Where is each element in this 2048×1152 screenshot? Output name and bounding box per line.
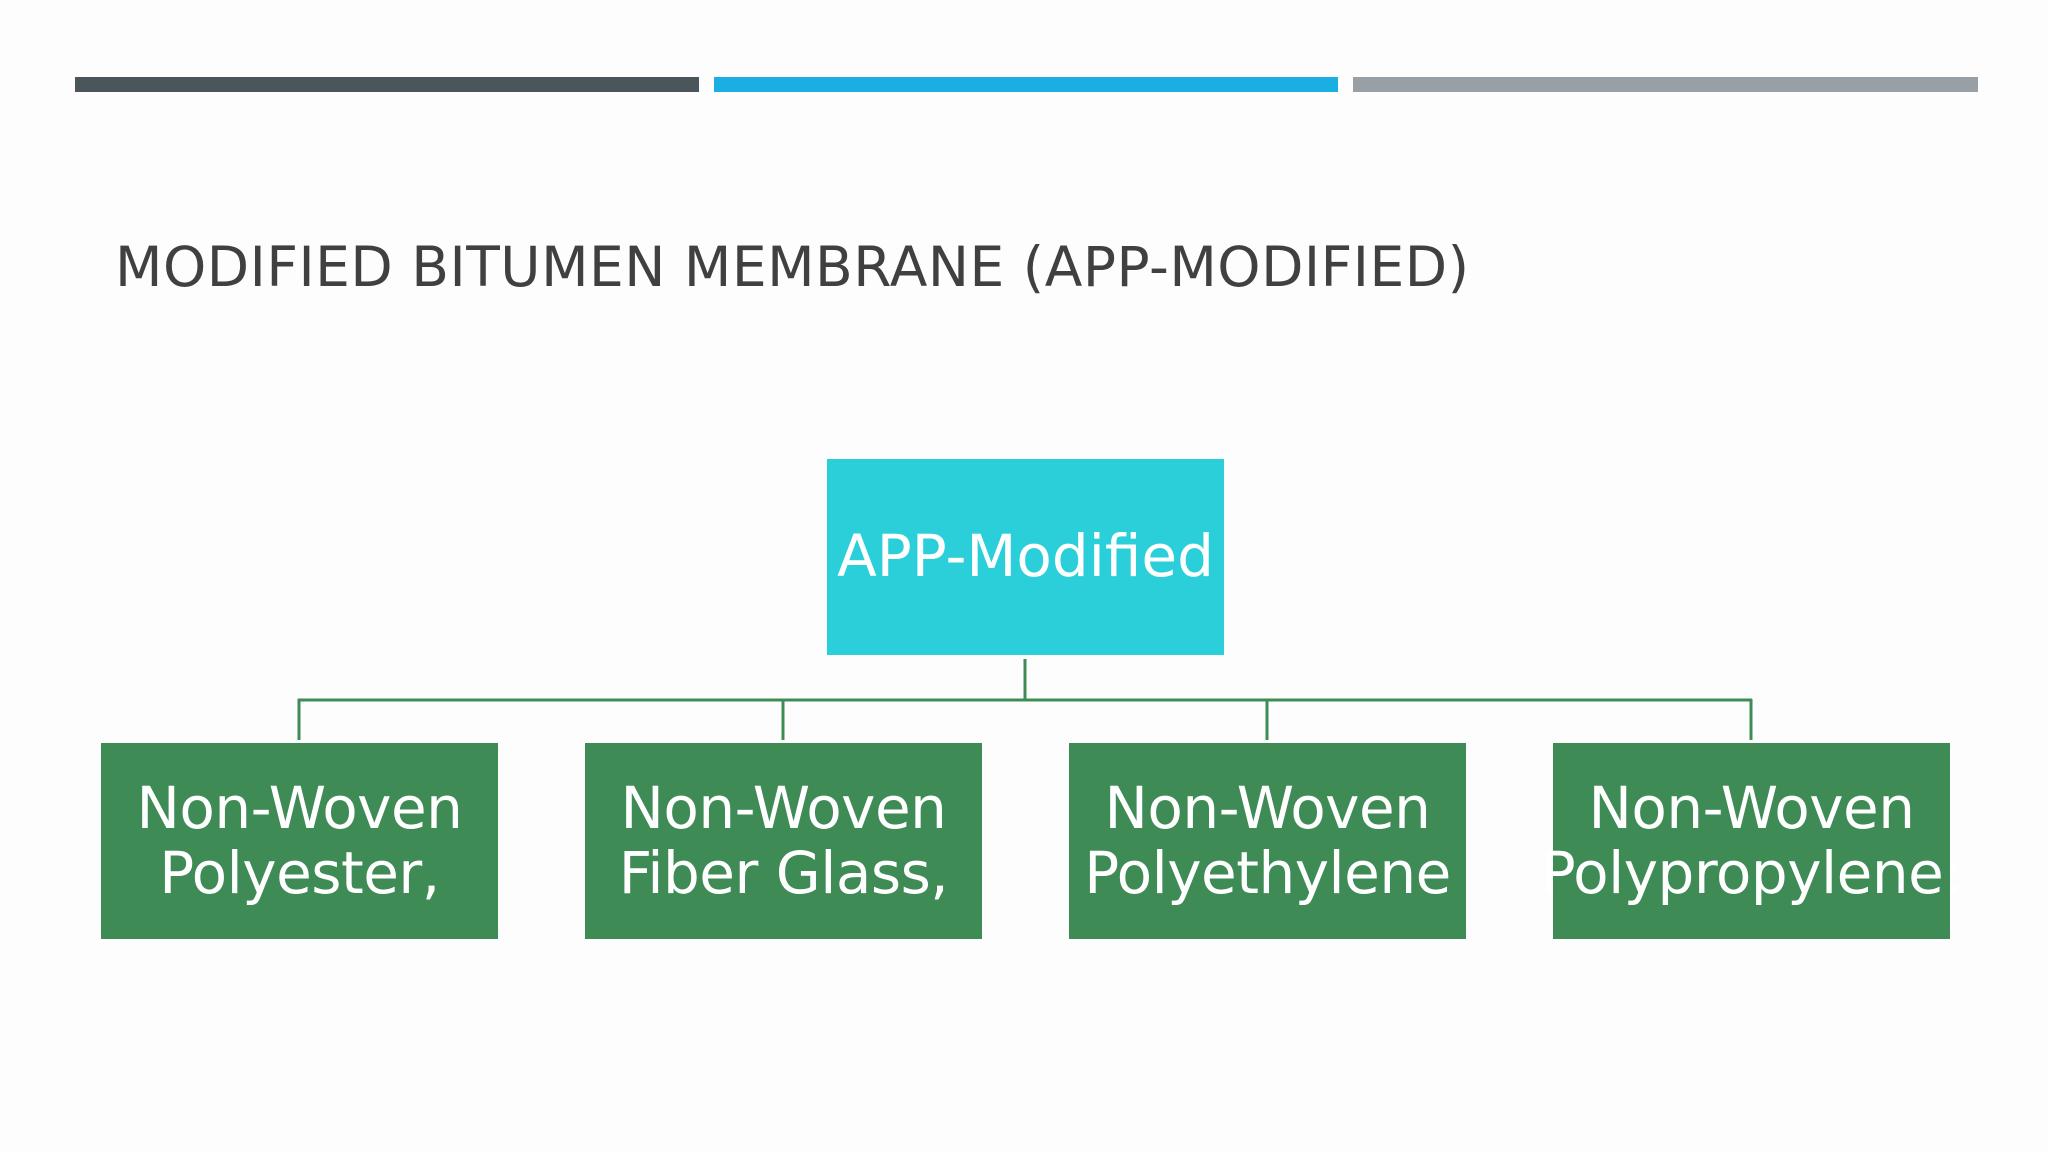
node-label: Non-Woven Polypropylene: xyxy=(1540,774,1963,907)
top-accent-bar-dark xyxy=(75,77,699,92)
node-label: Non-Woven Polyethylene xyxy=(1084,774,1451,907)
top-accent-bar-gray xyxy=(1353,77,1978,92)
slide-title: MODIFIED BITUMEN MEMBRANE (APP-MODIFIED) xyxy=(115,235,1470,299)
node-app-modified: APP-Modified xyxy=(827,459,1224,655)
node-non-woven-polypropylene: Non-Woven Polypropylene: xyxy=(1541,743,1963,939)
node-label: Non-Woven Fiber Glass, xyxy=(618,774,949,907)
node-label: APP-Modified xyxy=(837,522,1214,591)
node-non-woven-polyethylene: Non-Woven Polyethylene xyxy=(1069,743,1466,939)
top-accent-bar-blue xyxy=(714,77,1338,92)
node-non-woven-polyester: Non-Woven Polyester, xyxy=(101,743,498,939)
node-non-woven-fiber-glass: Non-Woven Fiber Glass, xyxy=(585,743,982,939)
node-label: Non-Woven Polyester, xyxy=(136,774,463,907)
